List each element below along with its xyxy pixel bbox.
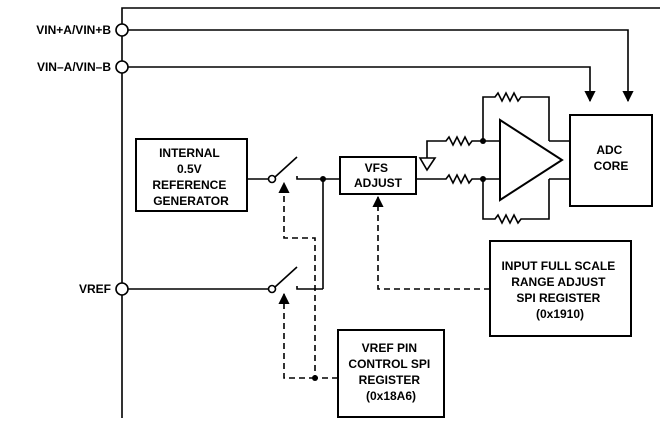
dash-vref-reg-to-switch1 [278, 181, 338, 379]
input-full-scale-register-label: INPUT FULL SCALE RANGE ADJUST SPI REGIST… [501, 259, 618, 321]
junction-dash-vref-reg [312, 375, 318, 381]
pin-vin-plus [115, 23, 129, 37]
switch2-pivot [267, 284, 277, 294]
input-full-scale-register [489, 240, 632, 337]
switch1-contact [296, 176, 323, 180]
dash-vref-reg-to-switch2 [278, 292, 315, 379]
dash-fs-reg-to-vfs [372, 195, 490, 290]
adc-core-label: ADC CORE [594, 143, 629, 173]
wire-vin-plus [128, 29, 634, 103]
vfs-adjust-block [339, 156, 417, 195]
pin-vin-minus [115, 60, 129, 74]
amplifier [499, 118, 564, 202]
resistor-upper-feedback [492, 91, 550, 141]
wire-vin-minus [128, 66, 596, 103]
wire-ground-up [426, 140, 443, 158]
switch2-contact [296, 286, 323, 290]
switch1-pivot [267, 174, 277, 184]
switch2-blade [274, 266, 298, 288]
resistor-upper-input [443, 135, 483, 147]
wire-lower-feedback [482, 179, 492, 220]
switch1-blade [274, 156, 298, 178]
internal-reference-generator [135, 138, 248, 212]
pin-vref-label: VREF [79, 282, 111, 296]
internal-reference-label: INTERNAL 0.5V REFERENCE GENERATOR [152, 146, 229, 208]
vfs-adjust-label: VFS ADJUST [354, 161, 403, 190]
wire-upper-feedback [482, 96, 492, 141]
resistor-lower-input [443, 173, 483, 185]
resistor-lower-feedback [492, 179, 550, 225]
pin-vin-plus-label: VIN+A/VIN+B [36, 23, 111, 37]
chip-boundary [121, 7, 660, 418]
pin-vref [115, 282, 129, 296]
vref-pin-control-register [337, 329, 445, 418]
vref-pin-control-register-label: VREF PIN CONTROL SPI REGISTER (0x18A6) [348, 341, 433, 403]
adc-core [569, 114, 653, 207]
pin-vin-minus-label: VIN–A/VIN–B [37, 60, 111, 74]
ground-symbol [418, 157, 437, 172]
